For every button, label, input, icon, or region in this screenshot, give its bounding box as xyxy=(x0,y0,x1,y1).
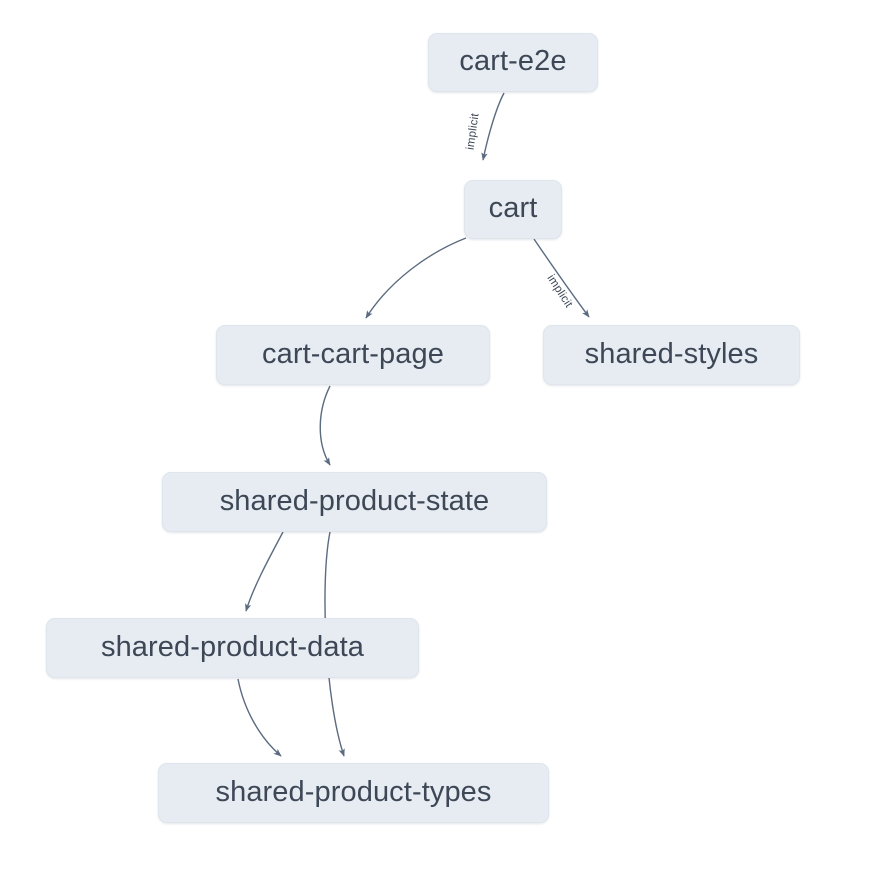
edge-shared-product-data-to-shared-product-types xyxy=(237,678,282,757)
graph-node-label: shared-product-types xyxy=(215,775,492,808)
edge-cart-to-cart-cart-page xyxy=(365,237,467,319)
graph-node-label: shared-product-data xyxy=(100,630,365,663)
graph-node-shared-styles[interactable]: shared-styles xyxy=(543,325,800,385)
graph-node-shared-product-types[interactable]: shared-product-types xyxy=(158,763,549,823)
graph-node-label: shared-product-state xyxy=(219,484,490,517)
edge-cart-e2e-to-cart xyxy=(481,92,505,161)
graph-node-label: cart xyxy=(488,192,538,224)
graph-node-shared-product-data[interactable]: shared-product-data xyxy=(46,618,419,678)
edge-shared-product-state-to-shared-product-data xyxy=(245,531,284,612)
graph-node-shared-product-state[interactable]: shared-product-state xyxy=(162,472,547,532)
graph-node-label: cart-e2e xyxy=(459,45,567,77)
edge-label-cart-e2e-to-cart: implicit xyxy=(465,112,482,151)
graph-node-cart-e2e[interactable]: cart-e2e xyxy=(428,33,598,92)
graph-node-cart-cart-page[interactable]: cart-cart-page xyxy=(216,325,490,385)
edge-cart-cart-page-to-shared-product-state xyxy=(319,385,331,466)
edge-cart-to-shared-styles xyxy=(533,238,590,318)
edge-label-cart-to-shared-styles: implicit xyxy=(544,273,574,311)
graph-node-label: cart-cart-page xyxy=(262,337,444,370)
graph-node-cart[interactable]: cart xyxy=(464,180,562,239)
graph-node-label: shared-styles xyxy=(584,337,759,370)
